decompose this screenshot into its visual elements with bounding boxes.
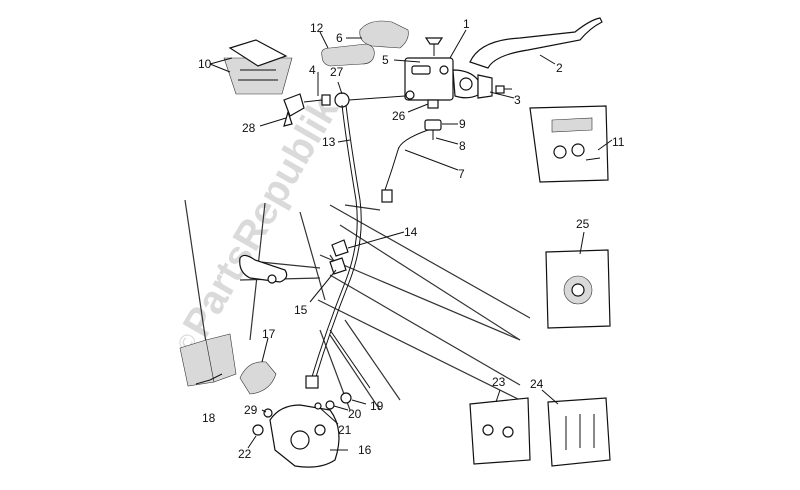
label-10: 10 (198, 57, 212, 71)
label-8: 8 (459, 139, 466, 153)
leader-lines (195, 29, 613, 451)
label-29: 29 (244, 403, 258, 417)
lever-bolt (495, 85, 512, 94)
label-1: 1 (463, 17, 470, 31)
label-19: 19 (370, 399, 384, 413)
fork-clamp (239, 254, 288, 284)
bleed-screw (252, 408, 273, 436)
label-27: 27 (330, 65, 344, 79)
cap-screw (424, 37, 444, 56)
label-20: 20 (348, 407, 362, 421)
label-18: 18 (202, 411, 216, 425)
bolt-kit-bag-24 (547, 397, 611, 467)
brake-hose (305, 104, 362, 389)
caliper-bolts (314, 392, 352, 410)
handlebar-grip (321, 43, 375, 67)
label-3: 3 (514, 93, 521, 107)
adjuster-assembly (283, 92, 406, 127)
brake-light-switch (381, 99, 442, 203)
caliper-kit-bag-25 (545, 249, 611, 329)
label-21: 21 (338, 423, 352, 437)
brake-lever (469, 17, 603, 69)
brake-caliper (269, 404, 340, 468)
label-11: 11 (612, 135, 625, 149)
label-16: 16 (358, 443, 372, 457)
label-12: 12 (310, 21, 324, 35)
label-2: 2 (556, 61, 563, 75)
frame-tubes (184, 199, 531, 411)
part-labels: 1 2 3 4 5 6 7 8 9 10 11 12 13 14 15 16 1… (198, 17, 625, 461)
label-14: 14 (404, 225, 418, 239)
hose-clips (329, 239, 349, 275)
label-22: 22 (238, 447, 252, 461)
seal-kit-bag-23 (469, 397, 531, 465)
label-13: 13 (322, 135, 336, 149)
label-28: 28 (242, 121, 256, 135)
label-4: 4 (309, 63, 316, 77)
label-26: 26 (392, 109, 406, 123)
pad-spring (239, 361, 277, 395)
label-25: 25 (576, 217, 590, 231)
grip-rubber (359, 20, 409, 49)
label-15: 15 (294, 303, 308, 317)
label-5: 5 (382, 53, 389, 67)
brake-pad-bag (179, 333, 237, 387)
label-23: 23 (492, 375, 506, 389)
label-9: 9 (459, 117, 466, 131)
gasket-kit-bag (223, 39, 293, 95)
label-7: 7 (458, 167, 465, 181)
label-24: 24 (530, 377, 544, 391)
label-17: 17 (262, 327, 276, 341)
master-cylinder (404, 57, 493, 101)
repair-kit-bag-11 (529, 105, 609, 183)
label-6: 6 (336, 31, 343, 45)
watermark: © PartsRepublik (172, 89, 347, 359)
